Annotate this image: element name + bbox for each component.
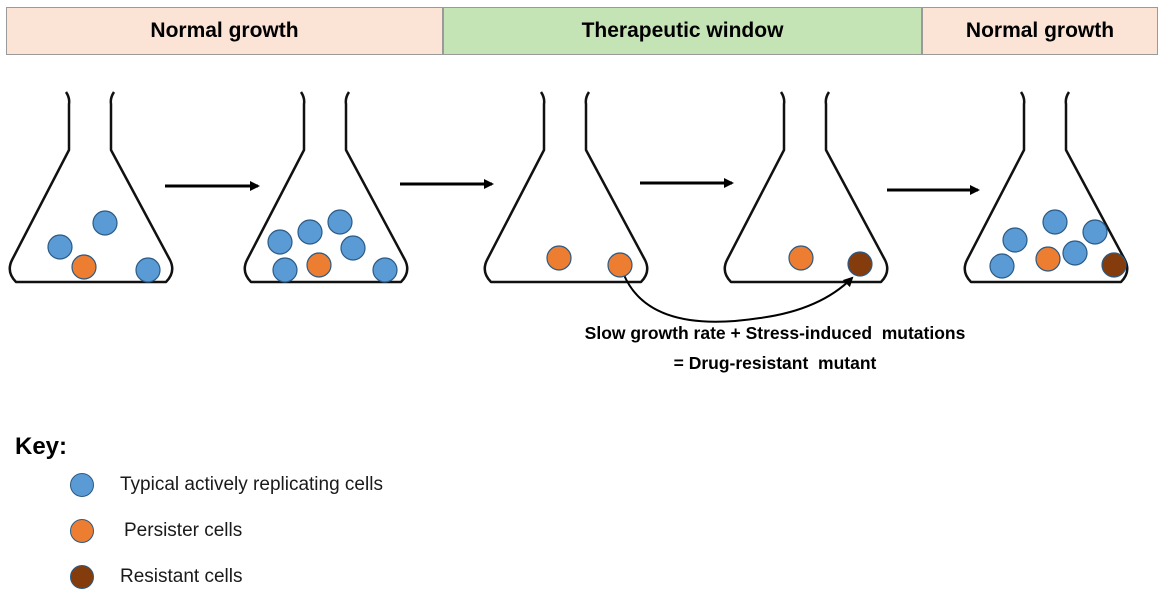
resistant-cell [847,251,873,277]
typical-cell [1042,209,1068,235]
typical-cell [1082,219,1108,245]
flask-4 [723,91,889,284]
typical-cell [267,229,293,255]
persister-cell [71,254,97,280]
typical-cell [372,257,398,283]
flask-2 [243,91,409,284]
persister-cell [607,252,633,278]
typical-cell-swatch [70,473,94,497]
phase-header-normal-growth-2: Normal growth [922,7,1158,55]
typical-cell [1062,240,1088,266]
persister-cell [546,245,572,271]
key-label: Resistant cells [120,566,243,587]
resistant-cell [1101,252,1127,278]
persister-cell-swatch [70,519,94,543]
resistant-cell-swatch [70,565,94,589]
typical-cell [272,257,298,283]
typical-cell [989,253,1015,279]
typical-cell [47,234,73,260]
typical-cell [92,210,118,236]
key-title: Key: [15,433,68,460]
phase-header-therapeutic-window: Therapeutic window [443,7,922,55]
typical-cell [297,219,323,245]
phase-label: Normal growth [150,19,299,42]
typical-cell [135,257,161,283]
typical-cell [327,209,353,235]
flask-diagram [8,91,1129,323]
persister-cell [788,245,814,271]
persister-cell [1035,246,1061,272]
key-label: Typical actively replicating cells [120,474,383,495]
key-label: Persister cells [124,520,243,541]
mutation-curved-arrow [623,274,854,323]
phase-label: Normal growth [965,19,1115,42]
persister-cell [306,252,332,278]
flask-5 [963,91,1129,284]
flask-3 [483,91,649,284]
caption-line-2: = Drug-resistant mutant [673,353,877,373]
typical-cell [1002,227,1028,253]
flask-1 [8,91,174,284]
phase-header-normal-growth-1: Normal growth [6,7,443,55]
typical-cell [340,235,366,261]
phase-label: Therapeutic window [581,19,784,42]
caption-line-1: Slow growth rate + Stress-induced mutati… [584,323,966,343]
